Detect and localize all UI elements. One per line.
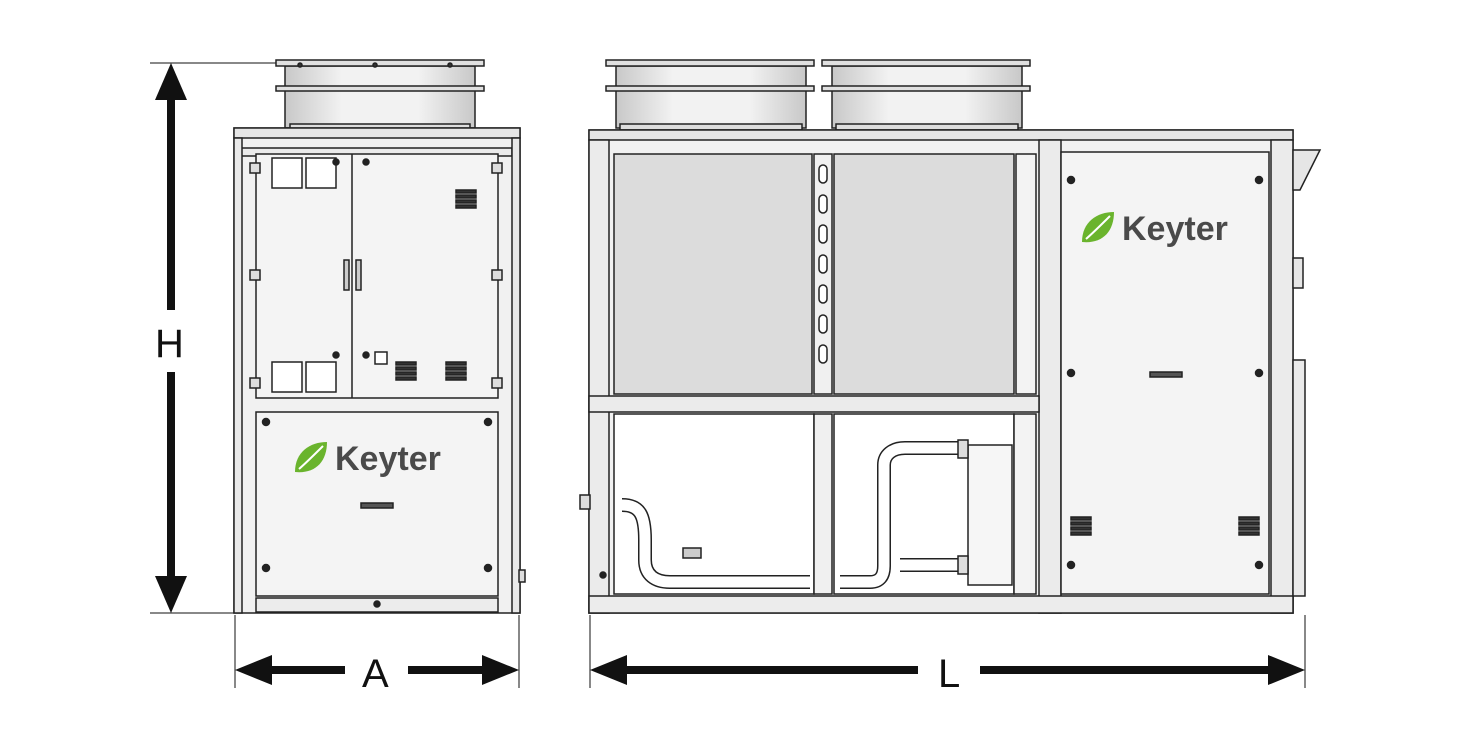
brand-logo-front: Keyter [1081,210,1228,248]
arrow-right-icon [1268,655,1305,685]
width-dimension [234,615,520,688]
arrow-right-icon [482,655,519,685]
side-view [233,59,526,614]
height-dimension [150,62,290,614]
arrow-down-icon [155,576,187,613]
arrow-up-icon [155,63,187,100]
fan-icon [275,59,485,131]
brand-name: Keyter [1122,210,1228,248]
brand-name: Keyter [335,440,441,478]
fan-icon [605,59,815,131]
height-label: H [153,322,186,366]
width-label: A [360,652,391,696]
fan-icon [821,59,1031,131]
length-dimension [589,615,1306,688]
arrow-left-icon [590,655,627,685]
length-label: L [936,652,963,696]
arrow-left-icon [235,655,272,685]
front-view [579,59,1322,614]
brand-logo-side: Keyter [294,440,441,478]
